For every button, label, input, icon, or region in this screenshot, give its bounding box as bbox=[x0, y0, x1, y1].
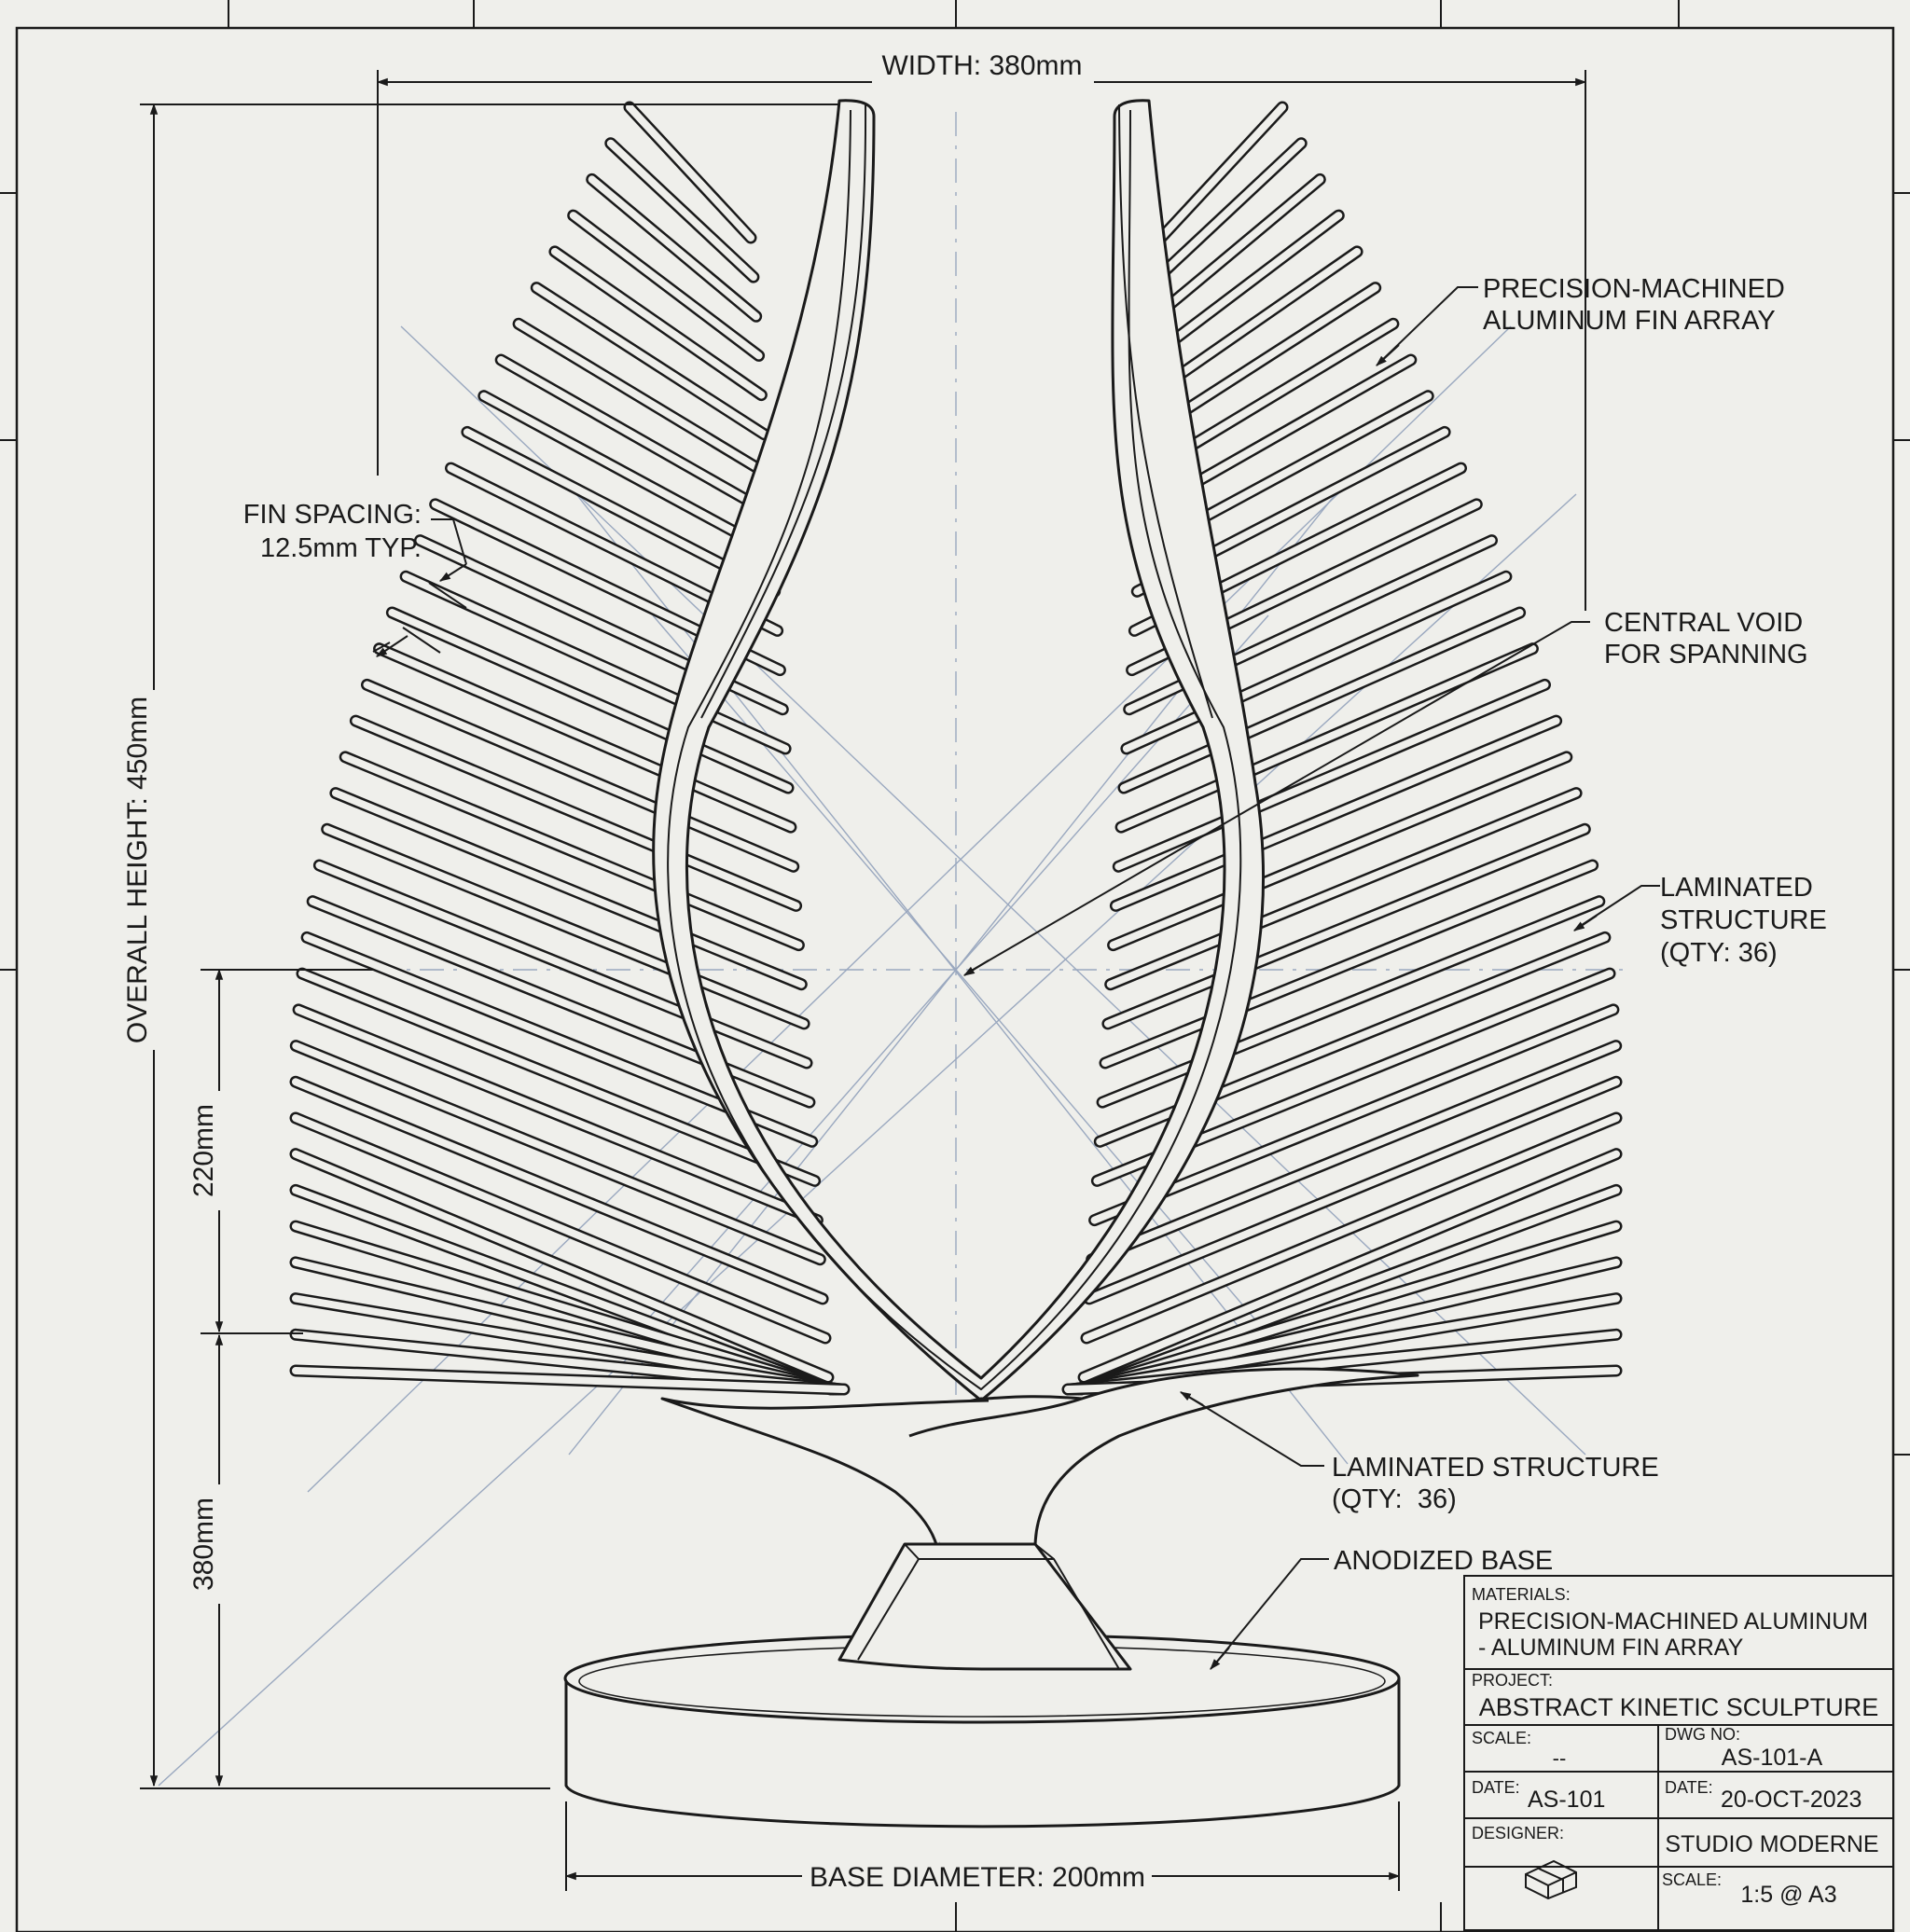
leader-lines bbox=[962, 286, 1660, 1670]
label-masks bbox=[117, 45, 1152, 1898]
left-fin-17-inner bbox=[363, 681, 797, 871]
left-fin-1-inner bbox=[626, 104, 754, 242]
fin-array-line2: ALUMINUM FIN ARRAY bbox=[1483, 306, 1776, 336]
title-block: MATERIALS: PRECISION-MACHINED ALUMINUM -… bbox=[1463, 1575, 1894, 1931]
dwg-value: AS-101-A bbox=[1722, 1745, 1823, 1771]
scale-value: -- bbox=[1553, 1746, 1567, 1770]
left-fin-16-inner bbox=[375, 644, 795, 832]
left-fin-22-inner bbox=[315, 862, 810, 1067]
left-fin-21-inner bbox=[323, 825, 809, 1028]
base-diameter-label: BASE DIAMETER: 200mm bbox=[810, 1862, 1145, 1893]
central-void-line2: FOR SPANNING bbox=[1604, 640, 1808, 669]
materials-label: MATERIALS: bbox=[1472, 1585, 1571, 1604]
left-fin-20-inner bbox=[331, 789, 806, 988]
drawing-labels: WIDTH: 380mm OVERALL HEIGHT: 450mm 220mm… bbox=[122, 50, 1827, 1893]
right-fin-20-inner bbox=[1106, 789, 1581, 988]
studio-name: STUDIO MODERNE bbox=[1665, 1831, 1878, 1857]
laminated-bottom-line2: (QTY: 36) bbox=[1332, 1484, 1457, 1514]
date-value-right: 20-OCT-2023 bbox=[1721, 1787, 1862, 1813]
fin-array-line1: PRECISION-MACHINED bbox=[1483, 274, 1785, 304]
lower-height-label: 380mm bbox=[188, 1497, 219, 1591]
date-label-2: DATE: bbox=[1665, 1778, 1713, 1797]
left-fin-28-inner bbox=[292, 1078, 827, 1303]
left-fin-14-inner bbox=[402, 573, 790, 752]
right-fin-15-inner bbox=[1120, 609, 1524, 792]
right-fin-26-inner bbox=[1090, 1005, 1617, 1224]
right-fin-27-inner bbox=[1087, 1042, 1620, 1263]
sculpture-stem bbox=[660, 1367, 1419, 1550]
materials-line1: PRECISION-MACHINED ALUMINUM bbox=[1478, 1608, 1868, 1635]
left-fin-18-inner bbox=[352, 717, 800, 910]
right-fin-23-inner bbox=[1099, 897, 1603, 1107]
scale-label-2: SCALE: bbox=[1662, 1870, 1722, 1889]
central-void-line1: CENTRAL VOID bbox=[1604, 608, 1803, 638]
right-fin-19-inner bbox=[1109, 752, 1571, 949]
right-fin-29-inner bbox=[1083, 1114, 1620, 1342]
left-fin-6-inner bbox=[533, 283, 768, 438]
left-fin-27-inner bbox=[292, 1042, 824, 1263]
left-fin-29-inner bbox=[292, 1114, 829, 1342]
date-value-left: AS-101 bbox=[1528, 1787, 1605, 1813]
left-fin-2-inner bbox=[606, 139, 757, 282]
central-frame bbox=[652, 99, 1266, 1402]
laminated-right-line3: (QTY: 36) bbox=[1660, 938, 1778, 968]
left-fin-3-inner bbox=[588, 175, 760, 321]
left-fin-25-inner bbox=[298, 970, 819, 1185]
right-fin-3-inner bbox=[1152, 175, 1324, 321]
right-fin-4-inner bbox=[1149, 212, 1343, 360]
dwg-label: DWG NO: bbox=[1665, 1725, 1740, 1744]
left-fin-8-inner bbox=[497, 356, 773, 517]
right-fin-28-inner bbox=[1085, 1078, 1620, 1303]
date-label: DATE: bbox=[1472, 1778, 1520, 1797]
right-fin-14-inner bbox=[1122, 573, 1510, 752]
studio-logo-icon bbox=[1525, 1859, 1577, 1900]
right-fin-17-inner bbox=[1114, 681, 1549, 871]
anodized-base-label: ANODIZED BASE bbox=[1334, 1546, 1553, 1576]
right-fin-22-inner bbox=[1101, 862, 1597, 1067]
designer-label: DESIGNER: bbox=[1472, 1824, 1564, 1842]
left-fin-26-inner bbox=[295, 1005, 822, 1224]
right-fin-5-inner bbox=[1146, 247, 1362, 399]
left-fin-15-inner bbox=[388, 609, 792, 792]
left-fin-7-inner bbox=[515, 320, 771, 477]
scale-value-2: 1:5 @ A3 bbox=[1740, 1882, 1836, 1908]
right-fin-2-inner bbox=[1155, 139, 1306, 282]
materials-line2: - ALUMINUM FIN ARRAY bbox=[1478, 1635, 1744, 1661]
left-fin-9-inner bbox=[479, 392, 776, 557]
right-fin-16-inner bbox=[1117, 644, 1537, 832]
fin-spacing-line2: 12.5mm TYP. bbox=[260, 533, 422, 563]
right-fin-18-inner bbox=[1112, 717, 1560, 910]
project-label: PROJECT: bbox=[1472, 1671, 1553, 1690]
right-fin-30-inner bbox=[1080, 1150, 1620, 1382]
left-fin-36-inner bbox=[292, 1367, 848, 1393]
laminated-bottom-line1: LAMINATED STRUCTURE bbox=[1332, 1453, 1659, 1483]
laminated-right-line1: LAMINATED bbox=[1660, 873, 1813, 903]
anodized-base bbox=[563, 1542, 1401, 1828]
overall-height-label: OVERALL HEIGHT: 450mm bbox=[122, 697, 153, 1043]
scale-label: SCALE: bbox=[1472, 1729, 1531, 1747]
left-fin-19-inner bbox=[341, 752, 803, 949]
upper-height-label: 220mm bbox=[188, 1104, 219, 1197]
width-dimension-label: WIDTH: 380mm bbox=[881, 50, 1082, 81]
left-fin-4-inner bbox=[569, 212, 763, 360]
left-fin-30-inner bbox=[292, 1150, 832, 1382]
right-fin-21-inner bbox=[1103, 825, 1589, 1028]
project-value: ABSTRACT KINETIC SCULPTURE bbox=[1479, 1693, 1879, 1721]
laminated-right-line2: STRUCTURE bbox=[1660, 905, 1827, 935]
fin-spacing-line1: FIN SPACING: bbox=[243, 500, 422, 530]
left-fin-5-inner bbox=[550, 247, 766, 399]
right-fin-1-inner bbox=[1157, 104, 1286, 242]
